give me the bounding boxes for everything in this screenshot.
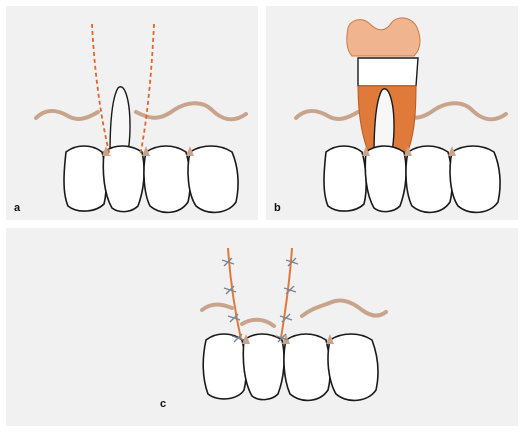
graft-edge bbox=[280, 248, 292, 344]
tooth bbox=[64, 146, 106, 211]
tooth bbox=[324, 146, 366, 211]
incision-line bbox=[140, 24, 154, 156]
panel-label: b bbox=[274, 202, 281, 214]
tooth bbox=[365, 146, 406, 212]
panel-label: c bbox=[160, 398, 166, 410]
tooth bbox=[328, 334, 378, 400]
panel-c: c bbox=[6, 228, 518, 426]
graft-top bbox=[347, 18, 420, 56]
tooth bbox=[203, 334, 246, 399]
incision-line bbox=[92, 24, 110, 156]
tooth bbox=[450, 146, 500, 212]
gingival-margin bbox=[202, 305, 232, 311]
graft-band bbox=[358, 58, 418, 86]
tooth bbox=[188, 146, 238, 212]
gingival-margin bbox=[36, 111, 98, 119]
tooth bbox=[144, 146, 190, 212]
panel-label: a bbox=[14, 202, 20, 214]
panel-a-illustration bbox=[6, 6, 258, 220]
panel-b: b bbox=[266, 6, 518, 220]
gingival-margin bbox=[242, 320, 274, 326]
gingival-margin bbox=[296, 111, 358, 119]
tooth bbox=[284, 334, 330, 400]
gingival-margin bbox=[302, 300, 386, 316]
tooth bbox=[406, 146, 452, 212]
gingival-margin bbox=[136, 103, 246, 119]
panel-c-illustration bbox=[6, 228, 518, 426]
panel-b-illustration bbox=[266, 6, 518, 220]
panel-a: a bbox=[6, 6, 258, 220]
